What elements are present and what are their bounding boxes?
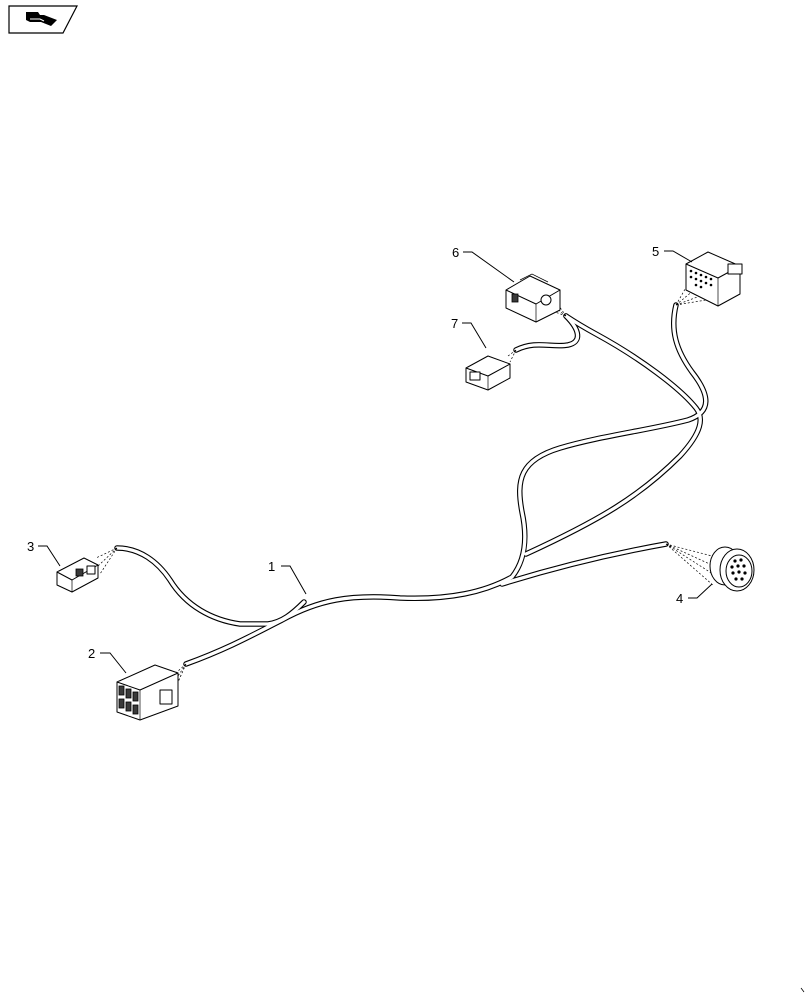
callout-leaders	[38, 250, 713, 674]
callout-4: 4	[676, 591, 683, 606]
callout-5: 5	[652, 244, 659, 259]
harness-wires	[114, 302, 709, 667]
connector-7	[465, 349, 517, 391]
connector-6	[505, 273, 567, 323]
connector-4	[665, 543, 755, 592]
callout-7: 7	[451, 316, 458, 331]
callout-1: 1	[268, 559, 275, 574]
page-navigation-icon[interactable]	[8, 5, 78, 34]
callout-3: 3	[27, 539, 34, 554]
connector-2	[116, 663, 187, 721]
callout-6: 6	[452, 245, 459, 260]
callout-labels: 1 2 3 4 5 6 7	[27, 244, 683, 661]
connector-3	[56, 547, 118, 593]
corner-tick-mark	[800, 987, 805, 993]
callout-2: 2	[88, 646, 95, 661]
connector-5	[675, 251, 743, 307]
